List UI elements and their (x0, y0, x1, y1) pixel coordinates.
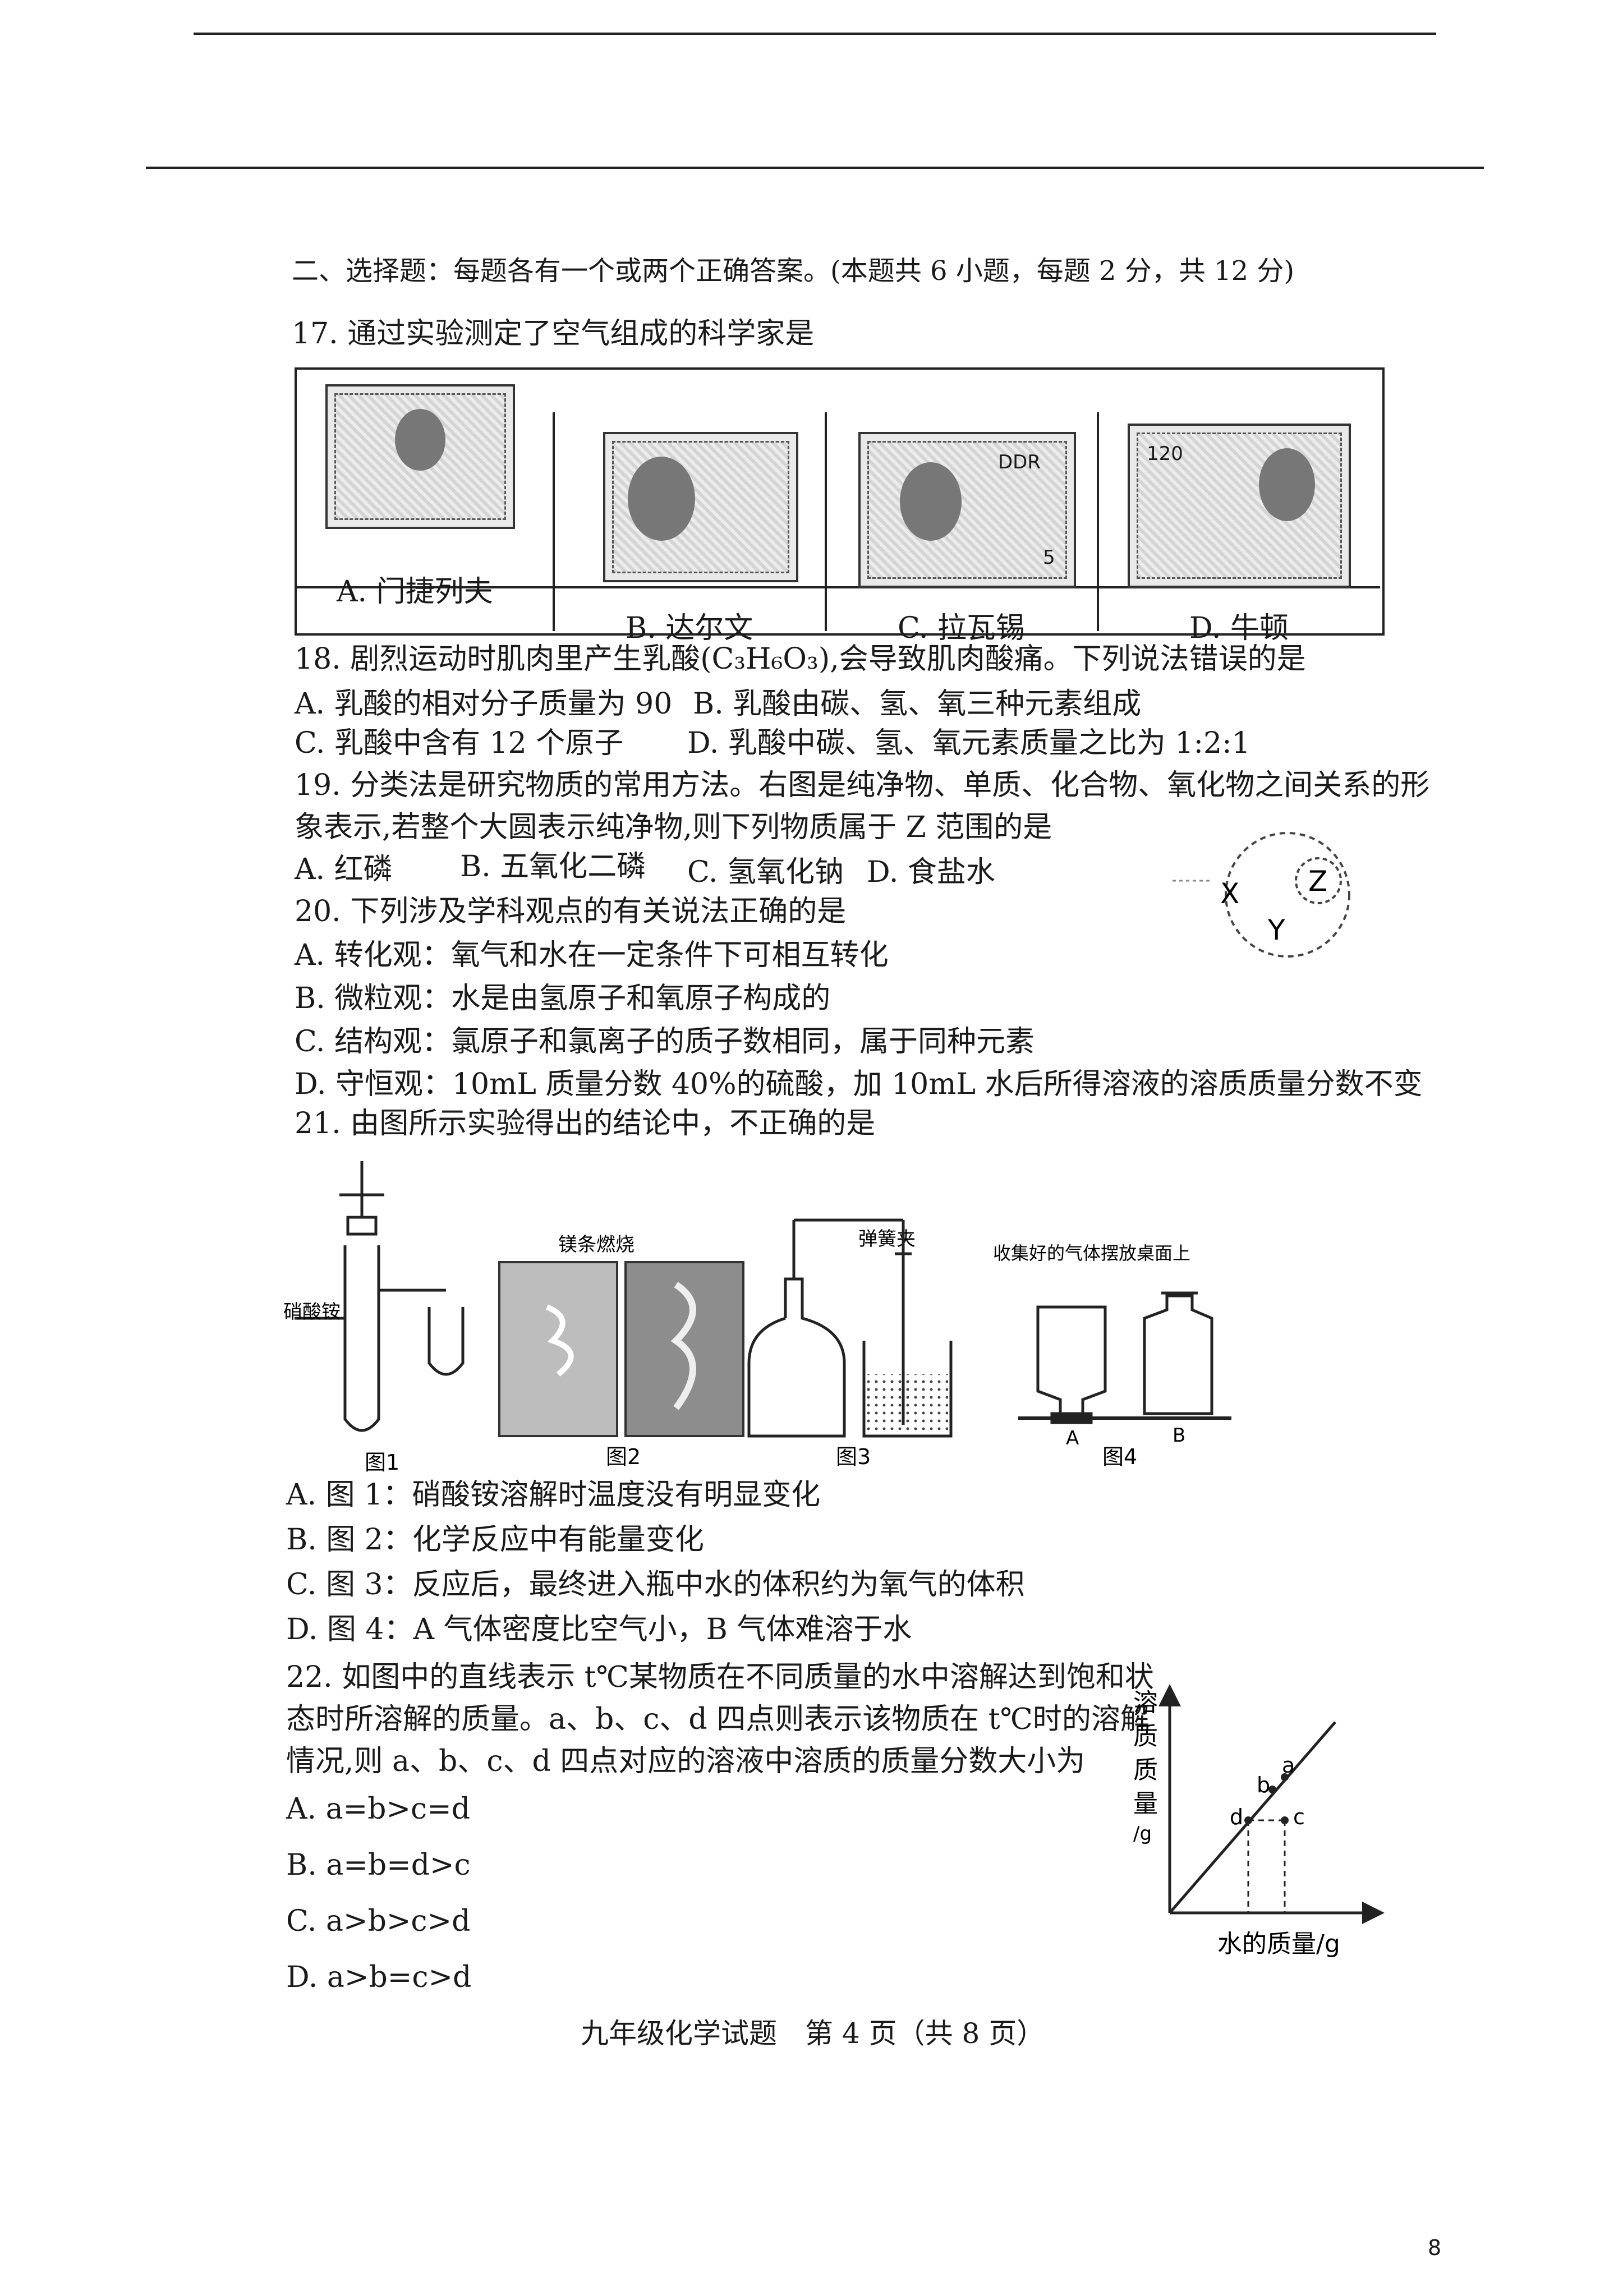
q22-option-b: B. a=b=d>c (286, 1848, 471, 1882)
stamp-label-5: 5 (1043, 546, 1055, 569)
q18-stem: 18. 剧烈运动时肌肉里产生乳酸(C₃H₆O₃),会导致肌肉酸痛。下列说法错误的… (295, 642, 1306, 676)
q21-option-d: D. 图 4：A 气体密度比空气小，B 气体难溶于水 (286, 1613, 912, 1646)
fig2-photo-left (498, 1261, 618, 1437)
header-rule-top (194, 33, 1436, 35)
q18-option-b: B. 乳酸由碳、氢、氧三种元素组成 (693, 687, 1142, 721)
q22-option-d: D. a>b=c>d (286, 1961, 472, 1994)
stamp-darwin-image (603, 432, 798, 582)
q19-label-y: Y (1267, 914, 1285, 946)
q21-option-a: A. 图 1：硝酸铵溶解时温度没有明显变化 (286, 1478, 821, 1512)
q19-stem-1: 19. 分类法是研究物质的常用方法。右图是纯净物、单质、化合物、氧化物之间关系的… (295, 769, 1430, 802)
graph-xlabel: 水的质量/g (1217, 1930, 1340, 1958)
graph-point-d: d (1230, 1805, 1243, 1829)
fig3-apparatus (747, 1218, 953, 1438)
graph-point-c: c (1293, 1805, 1305, 1829)
graph-ylabel-4: 量 (1133, 1789, 1158, 1818)
q21-option-c: C. 图 3：反应后，最终进入瓶中水的体积约为氧气的体积 (286, 1568, 1025, 1602)
graph-ylabel-5: /g (1133, 1823, 1152, 1845)
q17-col-div (825, 412, 827, 631)
q17-table-rule (295, 586, 1380, 588)
section-title: 二、选择题：每题各有一个或两个正确答案。(本题共 6 小题，每题 2 分，共 1… (292, 255, 1295, 287)
fig4-label-a: A (1066, 1427, 1079, 1450)
q18-option-c: C. 乳酸中含有 12 个原子 (295, 726, 624, 760)
fig1-label-ammonium-nitrate: 硝酸铵 (283, 1301, 341, 1323)
q22-stem-3: 情况,则 a、b、c、d 四点对应的溶液中溶质的质量分数大小为 (286, 1745, 1086, 1778)
graph-ylabel-1: 溶 (1133, 1688, 1158, 1717)
q18-option-d: D. 乳酸中碳、氢、氧元素质量之比为 1:2:1 (687, 726, 1250, 760)
q19-option-c: C. 氢氧化钠 (687, 855, 844, 889)
q17-col-div (553, 412, 555, 631)
q20-stem: 20. 下列涉及学科观点的有关说法正确的是 (295, 895, 847, 928)
fig3-caption: 图3 (836, 1444, 871, 1469)
fig2-label: 镁条燃烧 (558, 1234, 635, 1256)
q17-option-d: D. 牛顿 (1189, 611, 1289, 645)
q21-figures: 硝酸铵 图1 镁条燃烧 图2 弹簧夹 图3 收集好的气体摆放桌面上 A B 图4 (283, 1161, 1231, 1475)
fig4-label: 收集好的气体摆放桌面上 (993, 1243, 1190, 1264)
q19-stem-2: 象表示,若整个大圆表示纯净物,则下列物质属于 Z 范围的是 (295, 811, 1052, 844)
fig3-label: 弹簧夹 (858, 1228, 916, 1250)
stamp-lavoisier-image: DDR 5 (858, 432, 1076, 588)
q19-option-d: D. 食盐水 (867, 855, 995, 889)
fig1-apparatus (295, 1161, 465, 1432)
fig1-caption: 图1 (365, 1450, 399, 1475)
graph-ylabel-2: 质 (1133, 1722, 1158, 1751)
q17-option-c: C. 拉瓦锡 (898, 611, 1025, 645)
q22-option-a: A. a=b>c=d (286, 1792, 471, 1826)
q22-stem-1: 22. 如图中的直线表示 t℃某物质在不同质量的水中溶解达到饱和状 (286, 1660, 1154, 1694)
q19-option-a: A. 红磷 (295, 853, 393, 886)
q22-solubility-graph: 溶 质 质 量 /g a b c d 水的质量/g (1133, 1684, 1385, 1958)
graph-point-a: a (1282, 1753, 1295, 1778)
stamp-label-ddr: DDR (998, 451, 1041, 473)
stamp-mendeleev-image (325, 384, 515, 529)
fig4-bottles (1018, 1291, 1231, 1424)
q19-label-z: Z (1308, 865, 1327, 898)
q17-col-div (1097, 412, 1099, 631)
q17-option-b: B. 达尔文 (626, 611, 753, 645)
graph-point-b: b (1257, 1773, 1270, 1797)
q21-stem: 21. 由图所示实验得出的结论中，不正确的是 (295, 1107, 876, 1140)
q20-option-b: B. 微粒观：水是由氢原子和氧原子构成的 (295, 982, 831, 1015)
q18-option-a: A. 乳酸的相对分子质量为 90 (295, 687, 673, 721)
page-number: 8 (1428, 2235, 1442, 2260)
q22-stem-2: 态时所溶解的质量。a、b、c、d 四点则表示该物质在 t℃时的溶解 (286, 1703, 1150, 1736)
q19-label-x: X (1220, 877, 1239, 910)
stamp-label-120: 120 (1147, 443, 1183, 465)
fig2-caption: 图2 (606, 1444, 641, 1469)
q17-stamp-table (295, 367, 1385, 636)
fig4-label-b: B (1173, 1424, 1185, 1447)
footer-text: 九年级化学试题 第 4 页（共 8 页） (581, 2017, 1045, 2050)
stamp-newton-image: 120 (1128, 424, 1351, 588)
q22-option-c: C. a>b>c>d (286, 1904, 471, 1938)
q21-option-b: B. 图 2：化学反应中有能量变化 (286, 1523, 704, 1557)
q17-stem: 17. 通过实验测定了空气组成的科学家是 (292, 317, 815, 351)
q17-option-a: A. 门捷列夫 (337, 575, 493, 609)
q19-classification-diagram: X Y Z (1173, 832, 1350, 958)
fig4-caption: 图4 (1102, 1444, 1137, 1469)
header-rule-bottom (146, 167, 1484, 169)
q20-option-c: C. 结构观：氯原子和氯离子的质子数相同，属于同种元素 (295, 1025, 1035, 1059)
graph-ylabel-3: 质 (1133, 1756, 1158, 1784)
q20-option-d: D. 守恒观：10mL 质量分数 40%的硫酸，加 10mL 水后所得溶液的溶质… (295, 1068, 1423, 1101)
q19-option-b: B. 五氧化二磷 (460, 850, 646, 884)
q20-option-a: A. 转化观：氧气和水在一定条件下可相互转化 (295, 938, 889, 972)
